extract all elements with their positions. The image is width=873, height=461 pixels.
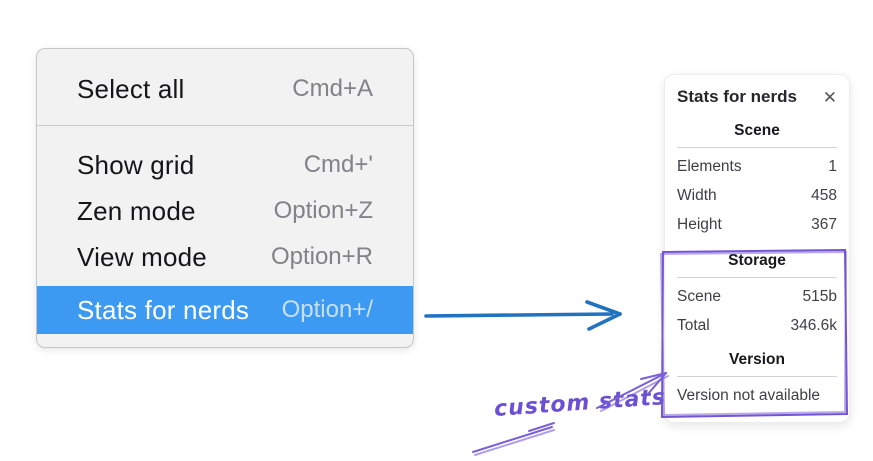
menu-item-show-grid[interactable]: Show grid Cmd+' (37, 142, 413, 188)
stat-value: 346.6k (790, 317, 837, 334)
stat-row-elements: Elements 1 (677, 152, 837, 181)
menu-item-label: Zen mode (77, 195, 196, 226)
annotation-tail-stroke (472, 422, 555, 456)
menu-item-shortcut: Cmd+A (292, 75, 373, 102)
stats-section-storage: Storage Scene 515b Total 346.6k (677, 252, 837, 340)
stats-panel-header: Stats for nerds ✕ (677, 87, 837, 107)
stats-section-version: Version Version not available (677, 351, 837, 406)
stat-row-total-size: Total 346.6k (677, 311, 837, 340)
menu-item-shortcut: Option+R (270, 243, 373, 270)
section-divider (677, 376, 837, 377)
menu-item-stats-for-nerds[interactable]: Stats for nerds Option+/ (37, 286, 413, 334)
stat-value: 515b (802, 288, 837, 305)
section-divider (677, 147, 837, 148)
stat-row-scene-size: Scene 515b (677, 282, 837, 311)
section-heading: Storage (728, 252, 786, 269)
menu-item-zen-mode[interactable]: Zen mode Option+Z (37, 188, 413, 234)
stat-label: Height (677, 216, 722, 233)
menu-item-shortcut: Cmd+' (303, 151, 373, 178)
menu-divider (37, 125, 413, 126)
annotation-custom-stats: custom stats (493, 385, 667, 422)
menu-item-label: Select all (77, 73, 185, 104)
menu-item-label: Show grid (77, 149, 195, 180)
menu-item-shortcut: Option+Z (273, 197, 373, 224)
stat-row-height: Height 367 (677, 210, 837, 239)
stats-section-scene: Scene Elements 1 Width 458 Height 367 (677, 122, 837, 239)
stats-panel: Stats for nerds ✕ Scene Elements 1 Width… (664, 74, 850, 423)
menu-group: Select all Cmd+A (37, 49, 413, 125)
stats-panel-title: Stats for nerds (677, 87, 797, 106)
section-divider (677, 277, 837, 278)
stat-value: 367 (811, 216, 837, 233)
close-icon[interactable]: ✕ (822, 87, 837, 107)
menu-item-shortcut: Option+/ (281, 296, 373, 323)
section-heading: Scene (734, 122, 780, 139)
stat-label: Total (677, 317, 710, 334)
stat-label: Elements (677, 158, 742, 175)
stat-value: 1 (828, 158, 837, 175)
menu-item-label: Stats for nerds (77, 294, 250, 325)
stat-label: Width (677, 187, 717, 204)
stat-row-width: Width 458 (677, 181, 837, 210)
flow-arrow (424, 300, 622, 331)
stat-label: Scene (677, 288, 721, 305)
context-menu: Select all Cmd+A Show grid Cmd+' Zen mod… (36, 48, 414, 348)
menu-item-label: View mode (77, 241, 207, 272)
menu-item-select-all[interactable]: Select all Cmd+A (37, 67, 413, 111)
section-heading: Version (729, 351, 785, 368)
menu-group: Show grid Cmd+' Zen mode Option+Z View m… (37, 126, 413, 347)
menu-item-view-mode[interactable]: View mode Option+R (37, 234, 413, 280)
version-note: Version not available (677, 387, 821, 404)
stat-value: 458 (811, 187, 837, 204)
